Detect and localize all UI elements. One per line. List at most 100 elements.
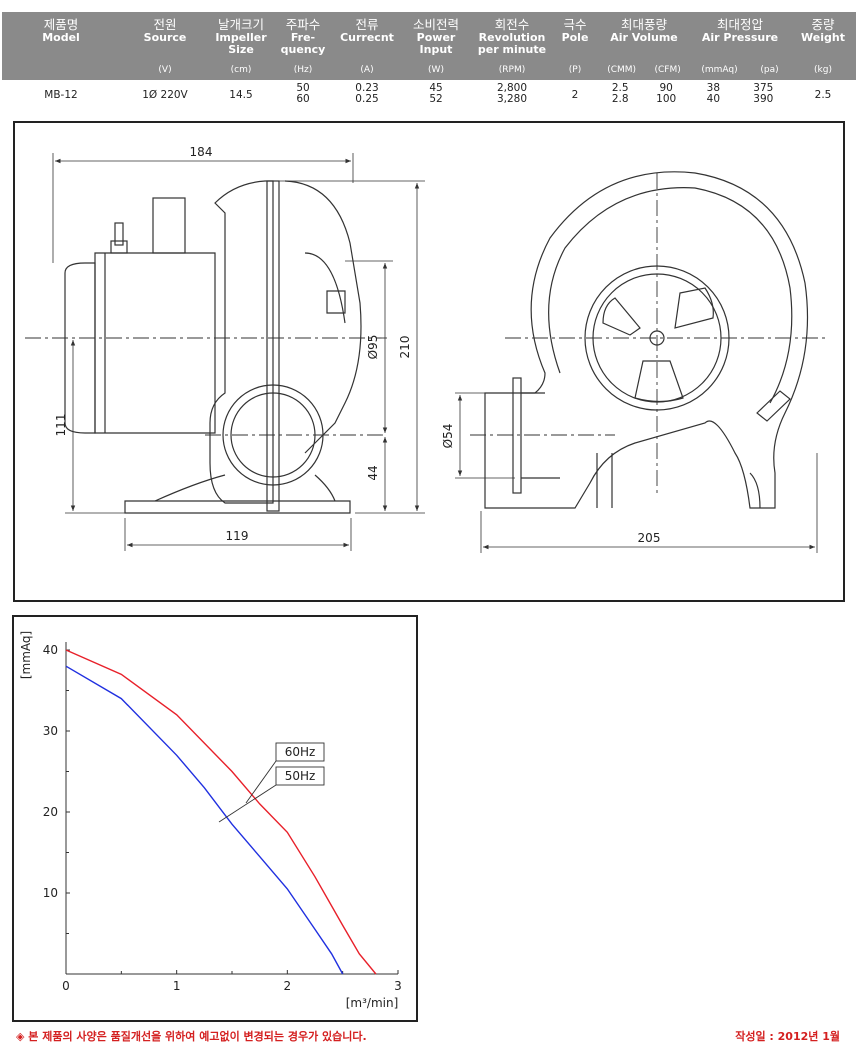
switch-base [110,240,128,254]
series-line-50hz [65,665,344,975]
col-air-pressure-kr: 최대정압 [716,17,763,32]
scroll-housing [484,171,809,509]
impeller-blade-1 [602,297,641,336]
col-rpm-unit: (RPM) [498,65,526,75]
cell-air-volume-cmm-60: 2.8 [611,93,629,105]
impeller-blade-2 [674,287,714,329]
col-air-pressure-units: (mmAq) (pa) [690,65,790,76]
y-tick-label: 30 [43,724,58,738]
col-air-volume-units: (CMM) (CFM) [598,65,690,76]
legend-label: 60Hz [285,745,316,759]
cell-power-60: 52 [429,93,443,105]
dim-label-base-width: 119 [226,529,249,543]
col-air-pressure-en: Air Pressure [701,31,779,44]
cell-rpm-50: 2,800 [496,82,528,94]
front-leg-left [596,453,613,508]
motor-body [94,252,216,434]
base-foot-right [314,474,336,502]
scroll-inner [548,187,793,404]
col-power-kr: 소비전력 [412,17,459,32]
cell-air-volume-cmm-50: 2.5 [611,82,629,94]
col-pole-unit: (P) [568,65,582,75]
col-current-en: Currecnt [340,31,394,44]
y-tick-label: 10 [43,886,58,900]
legend-leader [218,784,277,823]
x-tick-label: 3 [394,979,402,993]
col-air-pressure-unit-mmaq: (mmAq) [701,65,738,75]
vent-slot [326,290,346,314]
col-weight-en: Weight [801,31,845,44]
cell-current-50: 0.23 [355,82,379,94]
cell-weight: 2.5 [814,89,832,101]
col-frequency-kr: 주파수 [285,17,321,32]
inlet-flange [512,377,522,494]
y-tick-label: 40 [43,643,58,657]
footer-disclaimer: ◈ 본 제품의 사양은 품질개선을 위하여 예고없이 변경되는 경우가 있습니다… [16,1030,367,1043]
outlet-ring-outer [222,384,324,486]
housing-flange [266,180,280,512]
chart-legend: 60Hz 50Hz [218,742,325,823]
col-air-volume-en: Air Volume [610,31,678,44]
dim-label-front-width: 205 [638,531,661,545]
cell-impeller: 14.5 [229,89,253,101]
dim-label-outlet-dia: Ø95 [366,335,380,360]
col-air-volume-unit-cmm: (CMM) [607,65,637,75]
cell-air-pressure-pa-60: 390 [753,93,774,105]
legend-label: 50Hz [285,769,316,783]
col-air-pressure: 최대정압 Air Pressure (mmAq) (pa) [690,12,790,80]
col-pole-en: Pole [561,31,589,44]
cell-current-60: 0.25 [355,93,379,105]
col-air-pressure-unit-pa: (pa) [760,65,779,75]
cell-source: 1Ø 220V [142,89,188,101]
col-weight: 중량 Weight (kg) [790,12,856,80]
col-air-volume: 최대풍량 Air Volume (CMM) (CFM) [598,12,690,80]
chart-series [65,649,377,975]
front-dimensions: Ø54 205 [441,392,818,553]
col-source-en: Source [143,31,187,44]
dim-label-width-top: 184 [190,145,213,159]
col-frequency-en: Fre- quency [280,31,326,56]
cell-rpm-60: 3,280 [496,93,528,105]
motor-endcap [64,262,96,434]
technical-drawing: 184 210 Ø95 44 111 119 [25,145,825,553]
housing-slot [756,390,791,422]
cell-air-pressure-mmaq-60: 40 [706,93,721,105]
col-frequency-unit: (Hz) [293,65,313,75]
capacitor-box [152,197,186,254]
col-pole: 극수 Pole (P) [552,12,598,80]
dim-label-height-total: 210 [398,336,412,359]
cell-air-volume-cfm-50: 90 [659,82,673,94]
front-view [470,171,825,509]
base-foot [154,474,226,502]
cell-power-50: 45 [429,82,443,94]
spec-table-row: MB-12 1Ø 220V 14.5 50 60 0.23 0.25 45 52… [2,80,856,110]
col-weight-unit: (kg) [814,65,832,75]
y-axis-label: [mmAq] [19,631,33,679]
col-impeller-unit: (cm) [230,65,252,75]
y-tick-label: 20 [43,805,58,819]
x-tick-label: 2 [284,979,292,993]
front-leg-right [749,472,761,509]
spec-table-header: 제품명 Model 전원 Source (V) 날개크기 Impeller Si… [2,12,856,80]
impeller-blade-3 [634,360,684,403]
cell-pole: 2 [571,89,579,101]
cell-frequency-50: 50 [296,82,310,94]
col-rpm: 회전수 Revolution per minute (RPM) [472,12,552,80]
col-model-en: Model [42,31,80,44]
col-power-en: Power Input [416,31,456,56]
col-frequency: 주파수 Fre- quency (Hz) [272,12,334,80]
col-current-kr: 전류 [355,17,379,32]
col-pole-kr: 극수 [563,17,587,32]
cell-frequency-60: 60 [296,93,310,105]
outlet-ring-inner [230,392,316,478]
col-power-unit: (W) [428,65,444,75]
dim-label-outlet-height: 44 [366,465,380,480]
legend-box [275,766,325,786]
base-plate [124,500,351,514]
cell-model: MB-12 [44,89,78,101]
col-power: 소비전력 Power Input (W) [400,12,472,80]
